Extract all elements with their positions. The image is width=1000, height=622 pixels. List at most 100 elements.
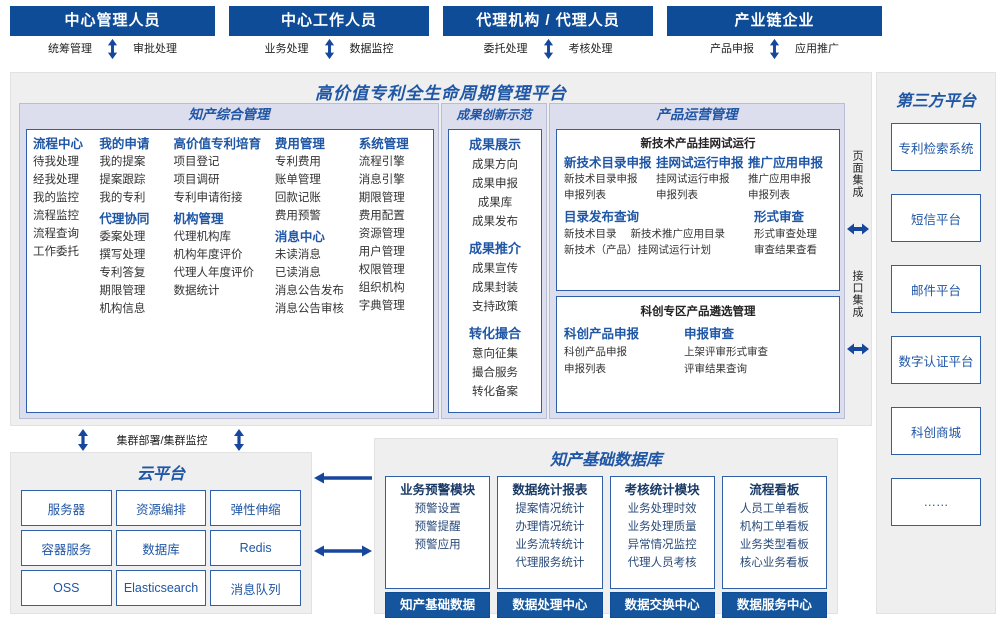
database-footer-2[interactable]: 数据交换中心 <box>609 592 715 618</box>
database-item-2-3[interactable]: 代理人员考核 <box>627 557 697 569</box>
inno-item-1-1[interactable]: 成果封装 <box>472 282 518 294</box>
third-party-item-3[interactable]: 数字认证平台 <box>891 336 981 384</box>
inno-item-1-2[interactable]: 支持政策 <box>472 301 518 313</box>
ipm-item-0-0-3[interactable]: 流程监控 <box>33 210 79 222</box>
section-product: 产品运营管理 新技术产品挂网试运行 新技术目录申报新技术目录申报申报列表挂网试运… <box>549 103 845 419</box>
product-catalog-item-0-1[interactable]: 新技术推广应用目录 <box>630 228 726 240</box>
database-item-1-3[interactable]: 代理服务统计 <box>515 557 585 569</box>
product-selection-item-1-1[interactable]: 评审结果查询 <box>684 363 747 375</box>
ipm-item-3-0-3[interactable]: 费用预警 <box>274 210 321 222</box>
ipm-item-4-0-7[interactable]: 组织机构 <box>358 282 405 294</box>
database-item-0-1[interactable]: 预警提醒 <box>414 521 461 533</box>
ipm-item-1-1-0[interactable]: 委案处理 <box>99 231 146 243</box>
database-item-1-2[interactable]: 业务流转统计 <box>515 539 585 551</box>
ipm-item-3-0-0[interactable]: 专利费用 <box>274 156 321 168</box>
cloud-cell-2[interactable]: 弹性伸缩 <box>210 490 301 526</box>
product-selection-item-0-0[interactable]: 科创产品申报 <box>564 346 627 358</box>
ipm-item-3-1-1[interactable]: 已读消息 <box>274 267 321 279</box>
ipm-item-2-0-1[interactable]: 项目调研 <box>173 174 220 186</box>
ipm-item-3-1-3[interactable]: 消息公告审核 <box>274 303 344 315</box>
ipm-item-1-1-4[interactable]: 机构信息 <box>99 303 146 315</box>
product-trial-item-0-0[interactable]: 新技术目录申报 <box>564 173 638 185</box>
third-party-item-2[interactable]: 邮件平台 <box>891 265 981 313</box>
ipm-item-4-0-5[interactable]: 用户管理 <box>358 246 405 258</box>
ipm-item-4-0-1[interactable]: 消息引擎 <box>358 174 405 186</box>
ipm-item-1-0-0[interactable]: 我的提案 <box>99 156 146 168</box>
cloud-cell-6[interactable]: OSS <box>21 570 112 606</box>
third-party-item-4[interactable]: 科创商城 <box>891 407 981 455</box>
product-selection-item-0-1[interactable]: 申报列表 <box>564 363 606 375</box>
ipm-item-1-0-2[interactable]: 我的专利 <box>99 192 146 204</box>
database-item-3-2[interactable]: 业务类型看板 <box>739 539 809 551</box>
ipm-item-4-0-6[interactable]: 权限管理 <box>358 264 405 276</box>
ipm-item-2-0-2[interactable]: 专利申请衔接 <box>173 192 243 204</box>
ipm-item-0-0-5[interactable]: 工作委托 <box>33 246 79 258</box>
database-item-2-0[interactable]: 业务处理时效 <box>627 503 697 515</box>
cloud-cell-0[interactable]: 服务器 <box>21 490 112 526</box>
database-item-2-1[interactable]: 业务处理质量 <box>627 521 697 533</box>
database-item-0-2[interactable]: 预警应用 <box>414 539 461 551</box>
inno-item-2-0[interactable]: 意向征集 <box>472 348 518 360</box>
ipm-group-head-2-1: 机构管理 <box>173 212 224 226</box>
product-selection-item-1-0[interactable]: 上架评审形式审查 <box>684 346 768 358</box>
ipm-item-3-1-0[interactable]: 未读消息 <box>274 249 321 261</box>
inno-item-1-0[interactable]: 成果宣传 <box>472 263 518 275</box>
ipm-item-1-1-2[interactable]: 专利答复 <box>99 267 146 279</box>
ipm-item-4-0-2[interactable]: 期限管理 <box>358 192 405 204</box>
product-trial-item-2-1[interactable]: 申报列表 <box>748 189 790 201</box>
ipm-item-3-0-1[interactable]: 账单管理 <box>274 174 321 186</box>
ipm-item-1-1-3[interactable]: 期限管理 <box>99 285 146 297</box>
inno-item-2-2[interactable]: 转化备案 <box>472 386 518 398</box>
database-item-1-0[interactable]: 提案情况统计 <box>515 503 585 515</box>
inno-item-0-2[interactable]: 成果库 <box>477 197 513 209</box>
cloud-cell-5[interactable]: Redis <box>210 530 301 566</box>
database-footer-0[interactable]: 知产基础数据 <box>385 592 491 618</box>
database-item-3-1[interactable]: 机构工单看板 <box>739 521 809 533</box>
third-party-item-5[interactable]: …… <box>891 478 981 526</box>
ipm-item-3-1-2[interactable]: 消息公告发布 <box>274 285 344 297</box>
database-item-2-2[interactable]: 异常情况监控 <box>627 539 697 551</box>
database-footer-1[interactable]: 数据处理中心 <box>497 592 603 618</box>
ipm-item-3-0-2[interactable]: 回款记账 <box>274 192 321 204</box>
product-catalog-item-1-1[interactable]: 审查结果查看 <box>754 244 817 256</box>
inno-item-0-0[interactable]: 成果方向 <box>472 159 518 171</box>
database-item-3-0[interactable]: 人员工单看板 <box>739 503 809 515</box>
product-trial-item-2-0[interactable]: 推广应用申报 <box>748 173 811 185</box>
product-trial-item-1-0[interactable]: 挂网试运行申报 <box>656 173 730 185</box>
ipm-item-0-0-4[interactable]: 流程查询 <box>33 228 79 240</box>
product-trial-item-0-1[interactable]: 申报列表 <box>564 189 606 201</box>
ipm-item-2-1-0[interactable]: 代理机构库 <box>173 231 231 243</box>
cloud-cell-1[interactable]: 资源编排 <box>115 490 207 526</box>
database-item-3-3[interactable]: 核心业务看板 <box>739 557 809 569</box>
ipm-item-2-1-2[interactable]: 代理人年度评价 <box>173 267 254 279</box>
inno-item-2-1[interactable]: 撮合服务 <box>472 367 518 379</box>
third-party-item-1[interactable]: 短信平台 <box>891 194 981 242</box>
ipm-item-1-0-1[interactable]: 提案跟踪 <box>99 174 146 186</box>
third-party-item-0[interactable]: 专利检索系统 <box>891 123 981 171</box>
ipm-item-4-0-4[interactable]: 资源管理 <box>358 228 405 240</box>
inno-item-0-3[interactable]: 成果发布 <box>472 216 518 228</box>
ipm-item-2-0-0[interactable]: 项目登记 <box>173 156 220 168</box>
ipm-item-4-0-0[interactable]: 流程引擎 <box>358 156 405 168</box>
product-catalog-item-0-0[interactable]: 新技术目录 <box>564 228 617 240</box>
ipm-item-0-0-0[interactable]: 待我处理 <box>33 156 79 168</box>
ipm-item-4-0-8[interactable]: 字典管理 <box>358 300 405 312</box>
product-trial-item-1-1[interactable]: 申报列表 <box>656 189 698 201</box>
cloud-cell-3[interactable]: 容器服务 <box>21 530 112 566</box>
ipm-item-2-1-1[interactable]: 机构年度评价 <box>173 249 243 261</box>
ipm-item-2-1-3[interactable]: 数据统计 <box>173 285 220 297</box>
database-footer-3[interactable]: 数据服务中心 <box>721 592 827 618</box>
inno-item-0-1[interactable]: 成果申报 <box>472 178 518 190</box>
ipm-item-4-0-3[interactable]: 费用配置 <box>358 210 405 222</box>
ipm-item-1-1-1[interactable]: 撰写处理 <box>99 249 146 261</box>
cloud-cell-7[interactable]: Elasticsearch <box>115 570 207 606</box>
cloud-platform-title: 云平台 <box>136 466 185 483</box>
cloud-cell-8[interactable]: 消息队列 <box>210 570 301 606</box>
product-catalog-item-0-2[interactable]: 新技术（产品）挂网试运行计划 <box>564 244 711 256</box>
ipm-item-0-0-1[interactable]: 经我处理 <box>33 174 79 186</box>
product-catalog-item-1-0[interactable]: 形式审查处理 <box>754 228 817 240</box>
database-item-1-1[interactable]: 办理情况统计 <box>515 521 585 533</box>
cloud-cell-4[interactable]: 数据库 <box>115 530 207 566</box>
ipm-item-0-0-2[interactable]: 我的监控 <box>33 192 79 204</box>
database-item-0-0[interactable]: 预警设置 <box>414 503 461 515</box>
